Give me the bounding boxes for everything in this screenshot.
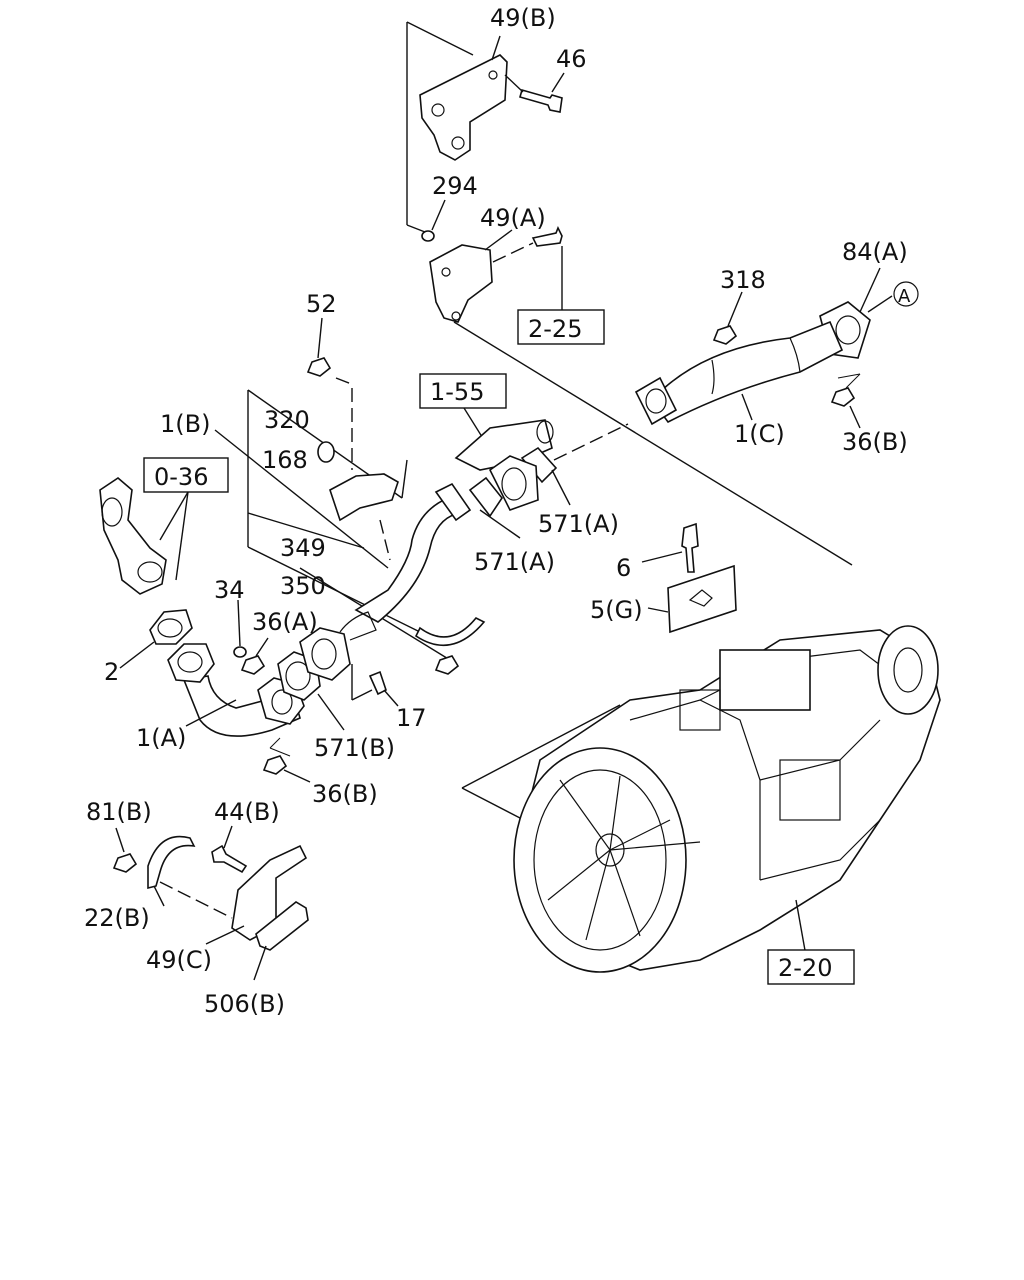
nut-36a[interactable] xyxy=(240,655,266,675)
label-168[interactable]: 168 xyxy=(262,446,308,474)
nut-318[interactable] xyxy=(712,325,738,345)
ref-box-2-20[interactable] xyxy=(767,949,855,985)
label-1a[interactable]: 1(A) xyxy=(136,724,186,752)
marker-a[interactable]: A xyxy=(898,286,911,307)
plate-5g-group: 6 5(G) xyxy=(590,522,737,634)
pipe-1b-flange[interactable] xyxy=(434,482,472,522)
label-350[interactable]: 350 xyxy=(280,572,326,600)
label-36a[interactable]: 36(A) xyxy=(252,608,318,636)
label-571a-upper[interactable]: 571(A) xyxy=(538,510,619,538)
label-318[interactable]: 318 xyxy=(720,266,766,294)
output-flange[interactable] xyxy=(877,625,939,715)
shift-tower[interactable] xyxy=(719,649,811,711)
gasket-571a-lower[interactable] xyxy=(468,476,503,518)
exhaust-manifold[interactable] xyxy=(99,476,167,595)
label-49a[interactable]: 49(A) xyxy=(480,204,546,232)
bolt-44b[interactable] xyxy=(211,844,248,874)
bolt-2-25[interactable] xyxy=(531,226,563,247)
bracket-49c-group: 81(B) 44(B) 22(B) 49(C) 506(B) xyxy=(84,798,309,1018)
label-1b[interactable]: 1(B) xyxy=(160,410,210,438)
nut-52[interactable] xyxy=(306,357,332,377)
bolt-17[interactable] xyxy=(368,670,387,696)
plate-5g[interactable] xyxy=(667,564,737,634)
label-320[interactable]: 320 xyxy=(264,406,310,434)
exhaust-pipe-1b[interactable] xyxy=(354,496,458,623)
manifold-0-36-group: 0-36 2 xyxy=(99,457,229,686)
pipe-1c-group: 318 84(A) A 1(C) 36(B) xyxy=(634,238,919,456)
label-52[interactable]: 52 xyxy=(306,290,337,318)
label-84a[interactable]: 84(A) xyxy=(842,238,908,266)
bracket-49a-group: 294 49(A) 2-25 xyxy=(406,172,853,566)
bushing-320[interactable] xyxy=(317,441,335,463)
washer-294[interactable] xyxy=(421,230,435,242)
label-571a-lower[interactable]: 571(A) xyxy=(474,548,555,576)
label-17[interactable]: 17 xyxy=(396,704,427,732)
label-49b[interactable]: 49(B) xyxy=(490,4,556,32)
bolt-6[interactable] xyxy=(681,522,699,573)
bracket-49b[interactable] xyxy=(419,54,508,161)
bracket-506b[interactable] xyxy=(255,901,309,951)
ref-2-25[interactable]: 2-25 xyxy=(528,315,582,343)
bracket-168[interactable] xyxy=(329,473,399,522)
label-294[interactable]: 294 xyxy=(432,172,478,200)
exhaust-pipe-1c[interactable] xyxy=(650,320,844,424)
label-2[interactable]: 2 xyxy=(104,658,119,686)
nut-36b-lower[interactable] xyxy=(262,755,288,775)
label-36b-upper[interactable]: 36(B) xyxy=(842,428,908,456)
clamp-22b[interactable] xyxy=(147,835,196,890)
label-6[interactable]: 6 xyxy=(616,554,631,582)
label-34[interactable]: 34 xyxy=(214,576,245,604)
label-349[interactable]: 349 xyxy=(280,534,326,562)
nut-36b-upper[interactable] xyxy=(830,387,856,407)
pipe-flange-350[interactable] xyxy=(299,627,351,681)
label-571b[interactable]: 571(B) xyxy=(314,734,395,762)
ref-box-1-55[interactable] xyxy=(419,373,507,409)
ref-0-36[interactable]: 0-36 xyxy=(154,463,208,491)
label-506b[interactable]: 506(B) xyxy=(204,990,285,1018)
gasket-2[interactable] xyxy=(149,609,193,645)
exhaust-pipe-1a[interactable] xyxy=(182,675,301,737)
label-1c[interactable]: 1(C) xyxy=(734,420,785,448)
label-49c[interactable]: 49(C) xyxy=(146,946,212,974)
nut-36a-lower[interactable] xyxy=(434,655,460,675)
bell-housing[interactable] xyxy=(513,747,687,973)
bracket-49a[interactable] xyxy=(429,244,493,323)
ref-box-2-25[interactable] xyxy=(517,309,605,345)
label-5g[interactable]: 5(G) xyxy=(590,596,643,624)
transmission-group: 2-20 xyxy=(461,625,941,985)
bracket-49b-group: 49(B) 46 xyxy=(406,4,587,225)
nut-81b[interactable] xyxy=(112,853,138,873)
label-44b[interactable]: 44(B) xyxy=(214,798,280,826)
flange-1-55-group: 1-55 571(A) 571(A) xyxy=(419,373,629,576)
pipe-1c-flange[interactable] xyxy=(634,376,678,426)
label-81b[interactable]: 81(B) xyxy=(86,798,152,826)
flange-mid[interactable] xyxy=(488,455,539,511)
marker-a-circle xyxy=(893,281,919,307)
label-36b-lower[interactable]: 36(B) xyxy=(312,780,378,808)
clamp-1b[interactable] xyxy=(414,616,486,647)
ref-box-0-36[interactable] xyxy=(143,457,229,493)
label-46[interactable]: 46 xyxy=(556,45,587,73)
washer-34[interactable] xyxy=(233,646,247,658)
pipe-1a-group: 34 36(A) 17 1(A) 571(B) 36(B) xyxy=(136,576,427,808)
bracket-49c[interactable] xyxy=(231,844,308,941)
label-22b[interactable]: 22(B) xyxy=(84,904,150,932)
ref-2-20[interactable]: 2-20 xyxy=(778,954,832,982)
bolt-46[interactable] xyxy=(519,89,563,113)
pipe-1a-inlet-flange[interactable] xyxy=(167,643,215,683)
pipe-1b-group: 1(B) 320 168 52 349 350 xyxy=(160,290,486,675)
ref-1-55[interactable]: 1-55 xyxy=(430,378,484,406)
